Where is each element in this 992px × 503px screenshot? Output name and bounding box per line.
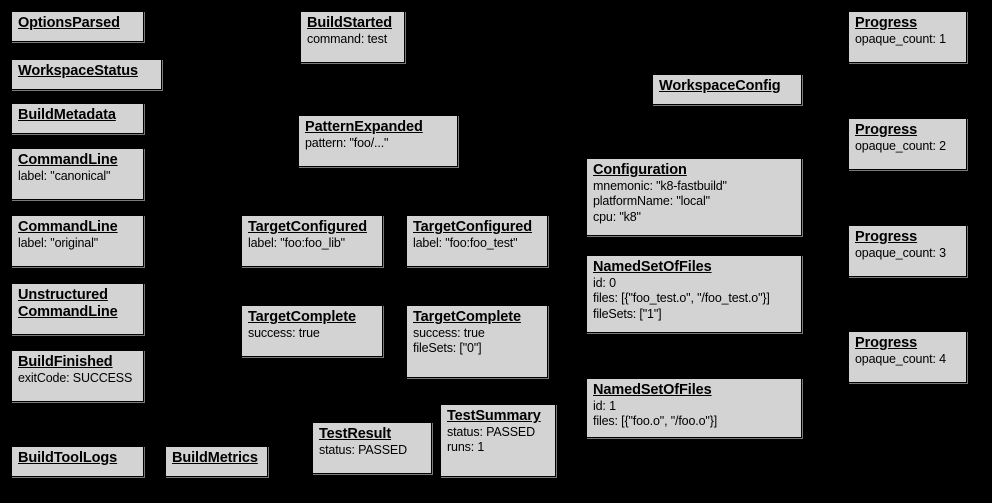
event-node-build-tool-logs[interactable]: BuildToolLogs: [11, 446, 144, 477]
event-node-attributes: status: PASSED: [319, 443, 426, 459]
event-node-attribute: pattern: "foo/...": [305, 135, 389, 150]
event-node-title: BuildMetadata: [18, 107, 116, 123]
event-node-title: Progress: [855, 335, 918, 351]
event-node-title: PatternExpanded: [305, 119, 423, 135]
event-node-attributes: success: true: [248, 326, 377, 342]
event-node-attributes: label: "foo:foo_test": [413, 236, 542, 252]
event-node-attribute: id: 1: [593, 398, 616, 413]
event-node-workspace-status[interactable]: WorkspaceStatus: [11, 59, 162, 90]
event-node-attribute: mnemonic: "k8-fastbuild": [593, 178, 727, 193]
event-node-attribute: runs: 1: [447, 440, 485, 454]
event-node-attribute: label: "foo:foo_test": [413, 235, 518, 250]
event-node-attribute: opaque_count: 3: [855, 245, 946, 260]
event-node-attributes: pattern: "foo/...": [305, 136, 452, 152]
event-node-title: Configuration: [593, 162, 687, 178]
event-node-attribute: id: 0: [593, 275, 616, 290]
event-node-attribute: label: "original": [18, 235, 98, 250]
event-node-attributes: label: "foo:foo_lib": [248, 236, 377, 252]
event-node-attribute: status: PASSED: [447, 424, 535, 439]
event-node-title: TargetConfigured: [413, 219, 532, 235]
event-node-attribute: opaque_count: 2: [855, 138, 946, 153]
event-node-attribute: success: true: [248, 325, 320, 340]
event-node-build-metrics[interactable]: BuildMetrics: [165, 446, 268, 477]
event-node-attributes: label: "canonical": [18, 169, 138, 185]
event-node-attribute: command: test: [307, 31, 388, 46]
event-node-unstructured-command-line[interactable]: Unstructured CommandLine: [11, 283, 144, 335]
event-node-attribute: platformName: "local": [593, 194, 710, 208]
event-node-attributes: opaque_count: 2: [855, 139, 961, 155]
event-node-title: BuildToolLogs: [18, 450, 118, 466]
event-node-title: CommandLine: [18, 152, 118, 168]
event-node-title: NamedSetOfFiles: [593, 382, 712, 398]
event-node-attribute: fileSets: ["1"]: [593, 306, 662, 321]
event-node-attributes: opaque_count: 4: [855, 352, 961, 368]
event-node-title: BuildMetrics: [172, 450, 258, 466]
event-node-title: WorkspaceConfig: [659, 78, 781, 94]
event-node-build-metadata[interactable]: BuildMetadata: [11, 103, 144, 134]
event-node-title: Unstructured CommandLine: [18, 287, 118, 320]
event-node-attributes: mnemonic: "k8-fastbuild"platformName: "l…: [593, 179, 796, 226]
event-node-attribute: label: "foo:foo_lib": [248, 235, 345, 250]
event-node-attributes: command: test: [307, 32, 399, 48]
event-node-title: CommandLine: [18, 219, 118, 235]
event-node-attribute: exitCode: SUCCESS: [18, 370, 133, 385]
event-node-attributes: opaque_count: 1: [855, 32, 961, 48]
event-node-title: NamedSetOfFiles: [593, 259, 712, 275]
event-node-attribute: opaque_count: 1: [855, 31, 946, 46]
event-node-attribute: success: true: [413, 325, 485, 340]
event-node-title: Progress: [855, 15, 918, 31]
event-node-title: TargetComplete: [413, 309, 521, 325]
event-node-title: BuildStarted: [307, 15, 393, 31]
event-node-title: TestResult: [319, 426, 392, 442]
event-node-attribute: opaque_count: 4: [855, 351, 946, 366]
event-node-attributes: exitCode: SUCCESS: [18, 371, 138, 387]
event-node-title: TargetConfigured: [248, 219, 367, 235]
event-node-title: Progress: [855, 229, 918, 245]
event-node-options-parsed[interactable]: OptionsParsed: [11, 11, 144, 42]
event-node-attribute: files: [{"foo.o", "/foo.o"}]: [593, 414, 718, 428]
event-node-title: BuildFinished: [18, 354, 113, 370]
event-node-title: WorkspaceStatus: [18, 63, 138, 79]
event-node-title: TargetComplete: [248, 309, 356, 325]
event-node-attribute: files: [{"foo_test.o", "/foo_test.o"}]: [593, 291, 770, 305]
event-node-title: Progress: [855, 122, 918, 138]
event-node-title: OptionsParsed: [18, 15, 120, 31]
event-node-attributes: label: "original": [18, 236, 138, 252]
event-node-attribute: cpu: "k8": [593, 209, 641, 224]
event-node-attribute: label: "canonical": [18, 168, 111, 183]
event-node-workspace-config[interactable]: WorkspaceConfig: [652, 74, 802, 105]
event-node-attribute: fileSets: ["0"]: [413, 341, 482, 355]
event-node-attribute: status: PASSED: [319, 442, 407, 457]
event-node-title: TestSummary: [447, 408, 541, 424]
event-node-attributes: opaque_count: 3: [855, 246, 961, 262]
